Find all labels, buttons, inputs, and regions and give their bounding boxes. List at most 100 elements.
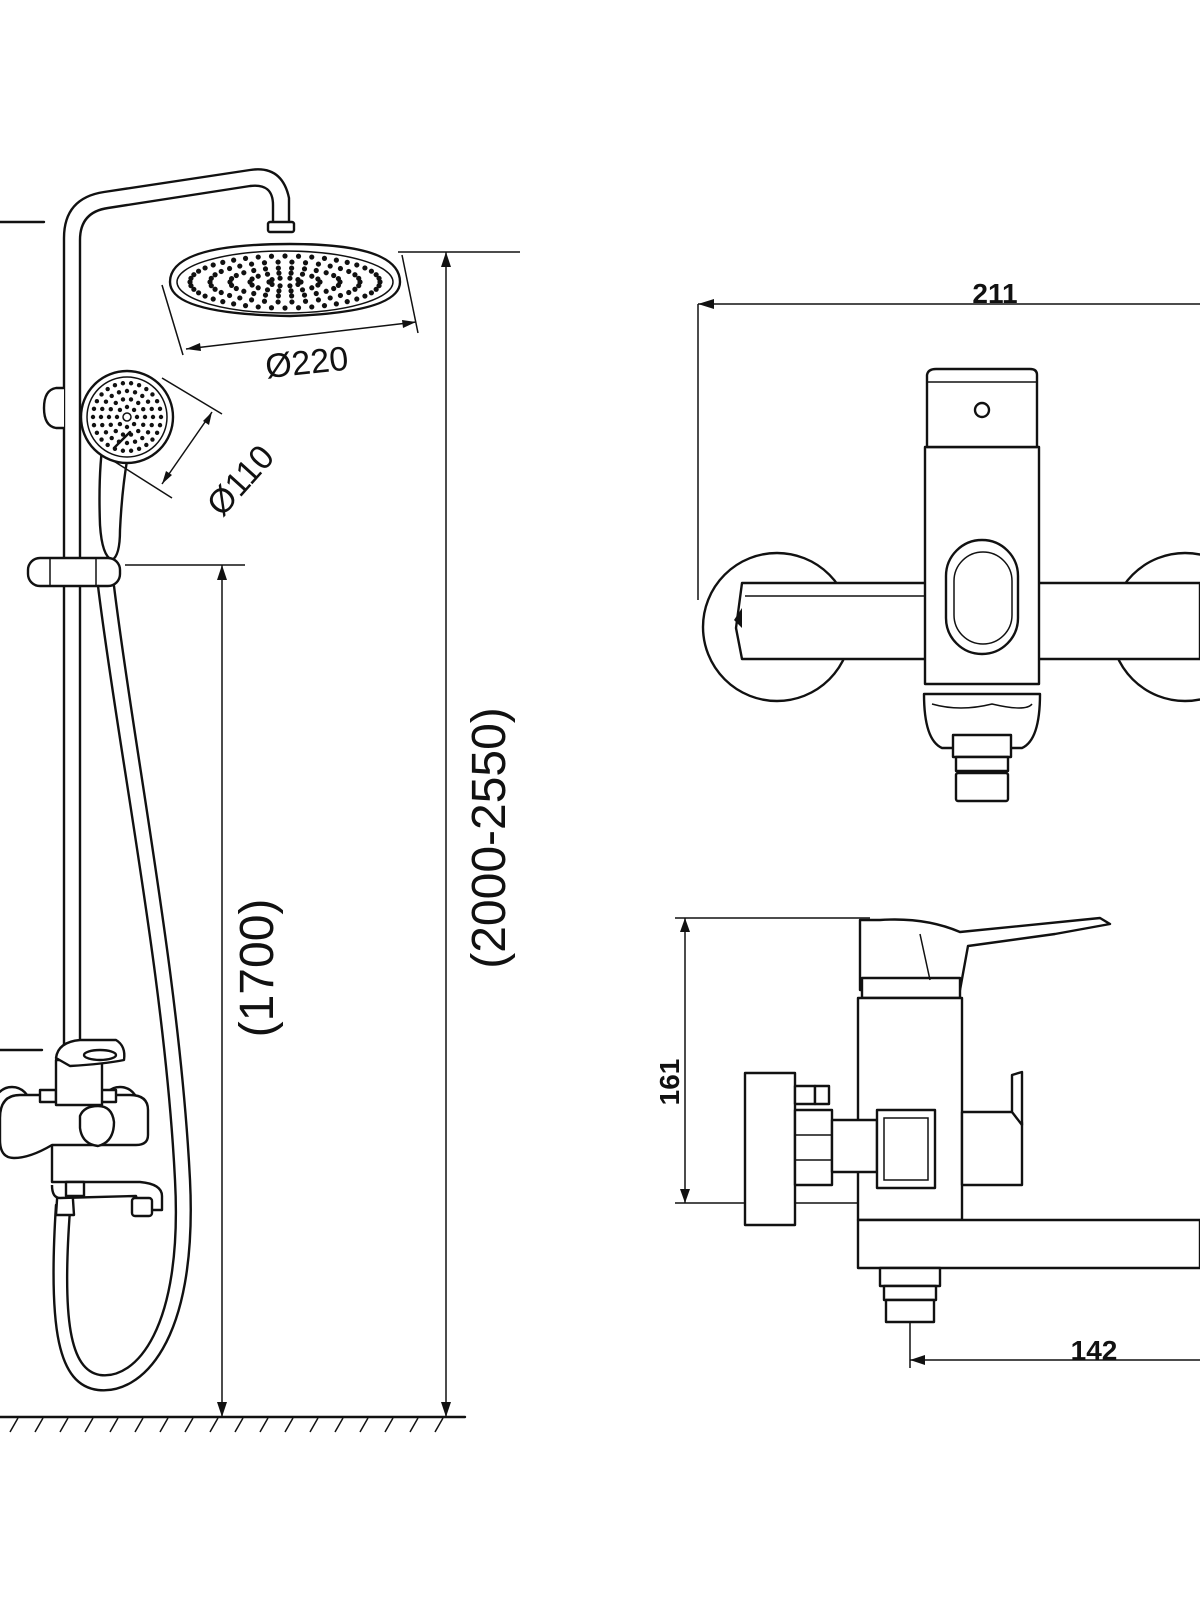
nozzle-dot (282, 305, 288, 311)
riser-pipe (62, 168, 296, 1097)
nozzle-dot (309, 304, 315, 310)
nozzle-dot (124, 388, 130, 394)
nozzle-dot (94, 398, 100, 404)
slide-bar-height-label: (1700) (231, 899, 284, 1038)
floor-hatch-mark (159, 1417, 169, 1433)
nozzle-dot (287, 283, 293, 289)
nozzle-dot (251, 267, 257, 274)
nozzle-dot (299, 287, 306, 293)
mixer-width-label: 211 (972, 278, 1017, 309)
nozzle-dot (323, 288, 329, 294)
floor-hatch-mark (434, 1417, 444, 1433)
nozzle-dot (242, 303, 249, 309)
nozzle-dot (331, 272, 337, 279)
nozzle-dot (309, 285, 315, 291)
nozzle-center (122, 412, 132, 422)
mixer-side-view: 161 142 (654, 916, 1200, 1368)
nozzle-dot (226, 265, 233, 272)
nozzle-dot (301, 266, 308, 272)
nozzle-dot (144, 442, 149, 448)
nozzle-dot (114, 414, 120, 420)
nozzle-dot (120, 381, 126, 386)
nozzle-dot (99, 437, 104, 442)
nozzle-dot (90, 414, 96, 420)
nozzle-dot (309, 273, 315, 279)
nozzle-dot (248, 297, 255, 303)
nozzle-dot (335, 282, 342, 288)
nozzle-dot (231, 257, 237, 263)
nozzle-dot (120, 397, 126, 402)
nozzle-dot (288, 270, 294, 276)
floor-hatch-mark (384, 1417, 394, 1433)
nozzle-dot (289, 259, 295, 265)
nozzle-dot (120, 448, 126, 453)
nozzle-dot (220, 259, 226, 265)
total-height-dimension: (2000-2550) (441, 252, 516, 1417)
nozzle-dot (356, 275, 362, 281)
slide-bracket (26, 556, 122, 588)
spout-reach-label: 142 (1071, 1335, 1118, 1366)
nozzle-dot (124, 440, 130, 446)
floor-hatch-mark (9, 1417, 19, 1433)
floor-hatch-mark (359, 1417, 369, 1433)
hand-shower-hook (42, 386, 64, 430)
nozzle-dot (141, 422, 146, 428)
nozzle-dot (261, 298, 268, 304)
nozzle-dot (145, 399, 151, 404)
nozzle-dot (154, 398, 160, 404)
nozzle-dot (337, 292, 344, 299)
nozzle-dot (140, 393, 145, 399)
nozzle-dot (131, 421, 137, 427)
nozzle-dot (327, 263, 333, 269)
nozzle-dot (276, 288, 282, 294)
nozzle-dot (255, 273, 261, 279)
nozzle-dot (333, 257, 339, 263)
nozzle-dot (210, 262, 216, 268)
floor-hatch-mark (284, 1417, 294, 1433)
nozzle-dot (268, 305, 275, 311)
nozzle-dot (335, 276, 342, 282)
nozzle-dot (241, 288, 247, 294)
nozzle-dot (150, 392, 155, 397)
nozzle-dot (262, 292, 269, 298)
nozzle-dot (289, 293, 295, 299)
nozzle-dot (255, 304, 261, 310)
nozzle-dot (154, 430, 160, 436)
floor-hatch-mark (109, 1417, 119, 1433)
shower-hose (52, 584, 192, 1392)
nozzle-dot (106, 414, 112, 420)
nozzle-dot (251, 290, 257, 297)
nozzle-dot (228, 276, 235, 282)
nozzle-dot (288, 288, 294, 294)
nozzle-dot (373, 272, 379, 278)
nozzle-dot (91, 406, 97, 412)
nozzle-dot (103, 399, 109, 404)
nozzle-dot (128, 397, 134, 402)
nozzle-dot (333, 301, 339, 307)
nozzle-dot (117, 407, 123, 413)
nozzle-dot (149, 422, 154, 428)
nozzle-dot (313, 267, 319, 274)
floor-hatch-mark (259, 1417, 269, 1433)
nozzle-dot (376, 275, 382, 281)
nozzle-dot (191, 272, 197, 278)
rain-head-diameter-label: Ø220 (263, 340, 350, 386)
nozzle-dot (344, 259, 350, 265)
nozzle-dot (105, 386, 110, 392)
nozzle-dot (140, 435, 145, 441)
nozzle-dot (346, 268, 352, 275)
nozzle-dot (352, 286, 358, 292)
nozzle-dot (289, 265, 295, 271)
floor-hatch-mark (34, 1417, 44, 1433)
nozzle-dot (218, 268, 224, 275)
nozzle-dot (321, 303, 328, 309)
nozzle-dot (157, 422, 163, 428)
nozzle-dot (277, 283, 283, 289)
nozzle-dot (112, 383, 118, 388)
nozzle-dot (301, 292, 308, 298)
floor-hatching (9, 1417, 444, 1433)
nozzle-dot (299, 271, 306, 277)
nozzle-dot (241, 270, 247, 276)
rain-head-dimension: Ø220 (161, 251, 520, 386)
